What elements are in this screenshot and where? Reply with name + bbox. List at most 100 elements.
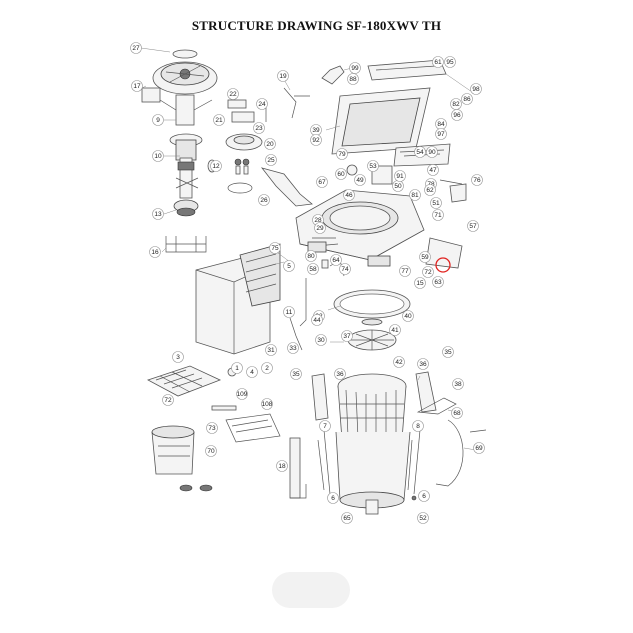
callout-number: 91 (396, 173, 404, 180)
callout-bubble (206, 422, 218, 434)
callout-76: 76 (471, 174, 483, 186)
callout-number: 35 (444, 349, 452, 356)
callout-number: 53 (369, 163, 377, 170)
callout-49: 49 (354, 174, 366, 186)
callout-3: 3 (172, 351, 184, 363)
hoses-group (289, 278, 487, 499)
callout-number: 72 (424, 269, 432, 276)
callout-number: 99 (351, 65, 359, 72)
callout-bubble (470, 83, 482, 95)
callout-7: 7 (319, 420, 331, 432)
callout-number: 97 (437, 131, 445, 138)
callout-25: 25 (265, 154, 277, 166)
callout-35: 35 (442, 346, 454, 358)
callout-bubble (305, 250, 317, 262)
callout-67: 67 (316, 176, 328, 188)
callout-88: 88 (347, 73, 359, 85)
callout-number: 58 (309, 266, 317, 273)
callout-bubble (419, 251, 431, 263)
callout-58: 58 (307, 263, 319, 275)
callout-20: 20 (264, 138, 276, 150)
callout-number: 84 (437, 121, 445, 128)
callout-64: 64 (330, 254, 342, 266)
callout-bubble (389, 324, 401, 336)
callout-number: 19 (279, 73, 287, 80)
callout-26: 26 (258, 194, 270, 206)
callout-50: 50 (392, 180, 404, 192)
callout-19: 19 (277, 70, 289, 82)
callout-number: 41 (391, 327, 399, 334)
callout-number: 62 (426, 187, 434, 194)
callout-bubble (435, 128, 447, 140)
callout-6: 6 (327, 492, 339, 504)
callout-23: 23 (253, 122, 265, 134)
callout-bubble (152, 150, 164, 162)
callout-number: 6 (422, 493, 426, 500)
callout-68: 68 (451, 407, 463, 419)
callout-bubble (152, 114, 164, 126)
callout-57: 57 (467, 220, 479, 232)
callout-bubble (162, 394, 174, 406)
callout-number: 25 (267, 157, 275, 164)
callout-bubble (265, 344, 277, 356)
callout-8: 8 (412, 420, 424, 432)
callout-bubble (336, 148, 348, 160)
callout-2: 2 (261, 362, 273, 374)
callout-number: 42 (395, 359, 403, 366)
callout-bubble (316, 176, 328, 188)
callout-bubble (451, 407, 463, 419)
callout-bubble (335, 168, 347, 180)
callout-72: 72 (422, 266, 434, 278)
callout-bubble (409, 189, 421, 201)
callout-bubble (349, 62, 361, 74)
callout-bubble (427, 164, 439, 176)
callout-number: 75 (271, 245, 279, 252)
callout-4: 4 (246, 366, 258, 378)
callout-number: 59 (421, 254, 429, 261)
cabinet-group (146, 243, 281, 492)
callout-bubble (417, 512, 429, 524)
callout-bubble (471, 174, 483, 186)
callout-bubble (339, 263, 351, 275)
callout-bubble (210, 160, 222, 172)
callout-42: 42 (393, 356, 405, 368)
callout-27: 27 (130, 42, 142, 54)
callout-40: 40 (402, 310, 414, 322)
callout-number: 37 (343, 333, 351, 340)
callout-bubble (414, 146, 426, 158)
callout-59: 59 (419, 251, 431, 263)
callout-bubble (341, 330, 353, 342)
callout-number: 63 (434, 279, 442, 286)
callout-number: 10 (154, 153, 162, 160)
callout-36: 36 (417, 358, 429, 370)
callout-number: 82 (452, 101, 460, 108)
callout-number: 74 (341, 266, 349, 273)
callout-number: 72 (164, 397, 172, 404)
callout-90: 90 (426, 146, 438, 158)
callout-number: 2 (265, 365, 269, 372)
callout-13: 13 (152, 208, 164, 220)
callout-11: 11 (283, 306, 295, 318)
callout-number: 50 (394, 183, 402, 190)
callout-bubble (287, 342, 299, 354)
callout-92: 92 (310, 134, 322, 146)
callout-bubble (418, 490, 430, 502)
callout-99: 99 (349, 62, 361, 74)
callout-number: 36 (419, 361, 427, 368)
callout-number: 69 (475, 445, 483, 452)
callout-bubble (205, 445, 217, 457)
callout-17: 17 (131, 80, 143, 92)
page-title: STRUCTURE DRAWING SF-180XWV TH (191, 18, 442, 33)
callout-16: 16 (149, 246, 161, 258)
callout-number: 9 (156, 117, 160, 124)
callout-54: 54 (414, 146, 426, 158)
callout-bubble (432, 56, 444, 68)
callout-5: 5 (283, 260, 295, 272)
callout-number: 47 (429, 167, 437, 174)
callout-61: 61 (432, 56, 444, 68)
top-cover-group (321, 59, 467, 203)
callout-bubble (130, 42, 142, 54)
callout-bubble (426, 146, 438, 158)
callout-number: 51 (432, 200, 440, 207)
